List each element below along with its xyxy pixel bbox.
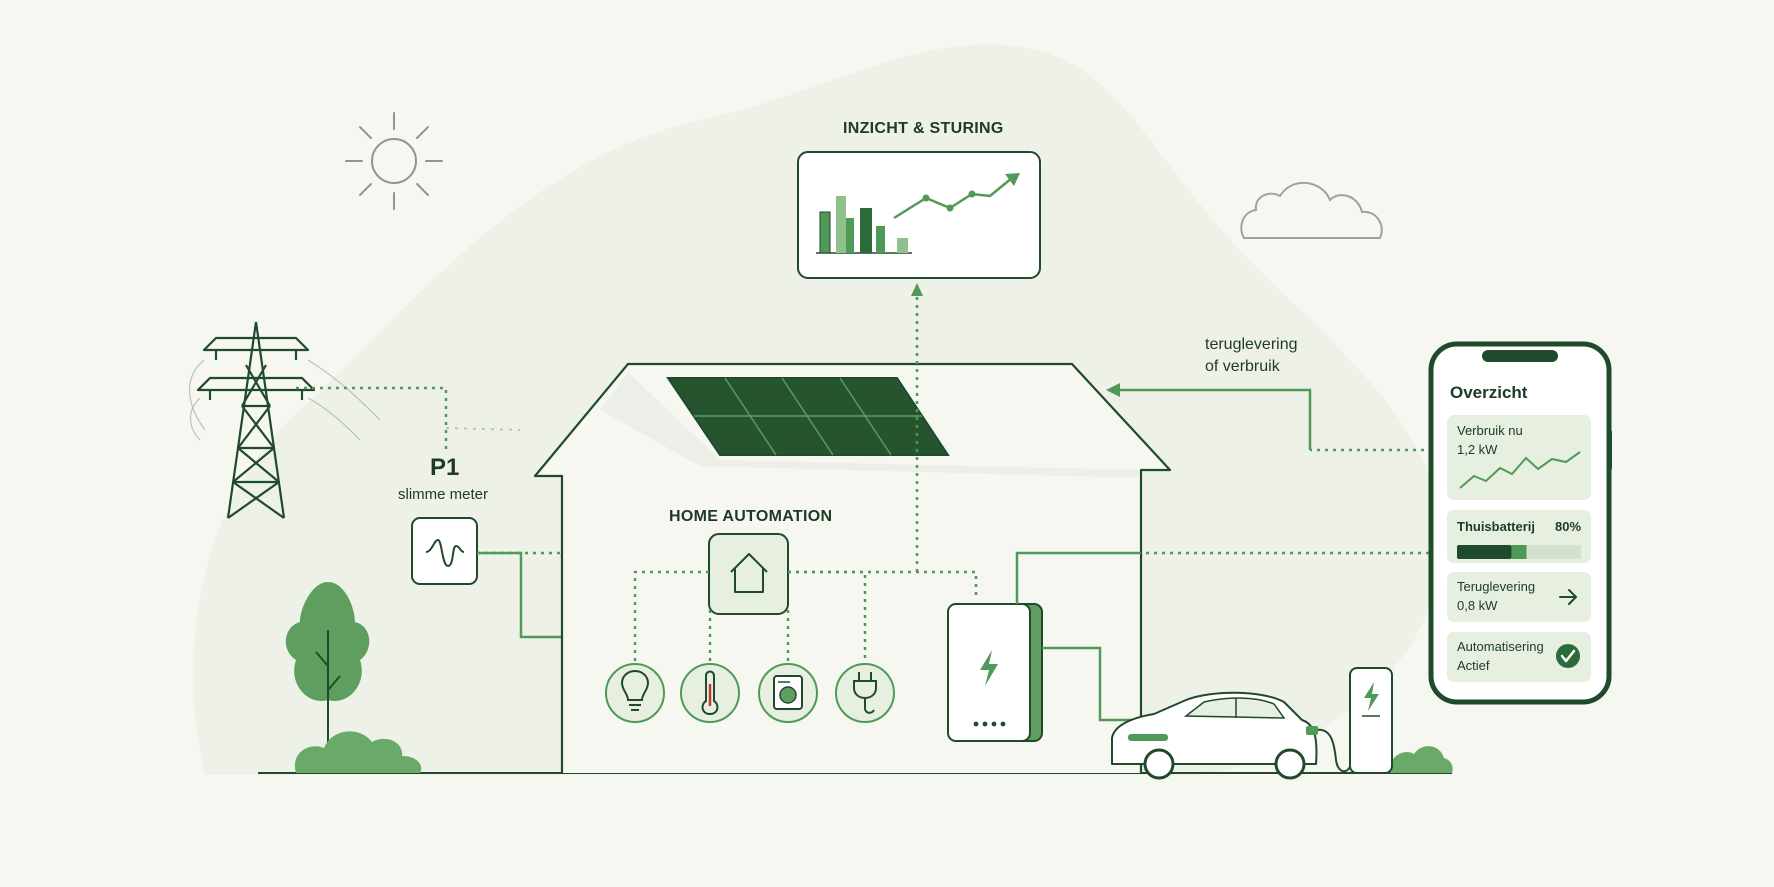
waveform-icon	[425, 538, 465, 568]
automation-card-label: Automatisering	[1457, 639, 1544, 654]
phone-house-flow-solid	[1118, 388, 1312, 450]
insights-chart	[816, 173, 1020, 254]
home-automation-label: HOME AUTOMATION	[669, 508, 833, 525]
power-pylon-icon	[196, 321, 316, 519]
feed-in-card-value: 0,8 kW	[1457, 598, 1498, 613]
automation-card[interactable]	[1447, 632, 1591, 682]
home-battery	[947, 603, 1043, 742]
meter-code-label: P1	[430, 454, 460, 481]
check-circle-icon	[1556, 644, 1580, 668]
solar-panel	[666, 377, 950, 456]
automation-distribution	[633, 570, 978, 665]
battery-car-line	[1042, 646, 1140, 722]
flow-label-line2: of verbruik	[1205, 358, 1280, 375]
phone-title: Overzicht	[1450, 383, 1528, 402]
insights-panel	[797, 151, 1041, 279]
insights-bar	[876, 226, 885, 253]
lightbulb-icon	[605, 663, 665, 723]
automation-card-value: Actief	[1457, 658, 1490, 673]
sun-icon	[345, 112, 443, 210]
lightning-bolt-icon	[980, 650, 998, 686]
flow-label-line1: teruglevering	[1205, 336, 1298, 353]
electric-car	[1111, 691, 1318, 780]
battery-card-label: Thuisbatterij	[1457, 519, 1536, 534]
insights-bar	[836, 196, 846, 253]
home-automation-hub	[708, 533, 789, 615]
arrow-up-icon	[911, 283, 923, 296]
feed-in-card-label: Teruglevering	[1457, 579, 1536, 594]
grid-connection-line	[296, 386, 448, 450]
usage-sparkline	[1459, 451, 1581, 489]
cloud-icon	[1240, 181, 1383, 239]
thermometer-icon	[680, 663, 740, 723]
trend-arrow-icon	[1005, 173, 1020, 186]
arrow-right-icon[interactable]	[1559, 589, 1578, 605]
usage-card-value: 1,2 kW	[1457, 442, 1498, 457]
battery-phone-line	[1015, 551, 1138, 604]
usage-card-label: Verbruik nu	[1457, 423, 1523, 438]
smart-meter	[411, 517, 478, 585]
insights-bar	[860, 208, 872, 253]
charging-cable	[1315, 728, 1353, 773]
insights-trend-line	[893, 177, 1013, 220]
battery-level-fill	[1457, 545, 1512, 559]
plug-icon	[835, 663, 895, 723]
tree-icon	[285, 582, 370, 750]
bush-left	[294, 731, 422, 773]
meter-house-line	[477, 551, 562, 639]
bush-right	[1389, 746, 1453, 773]
battery-card-value: 80%	[1555, 519, 1582, 534]
insights-bar	[819, 211, 831, 254]
meter-name-label: slimme meter	[398, 486, 489, 503]
arrow-left-icon	[1106, 383, 1120, 397]
feed-in-card[interactable]	[1447, 572, 1591, 622]
insights-bar	[897, 238, 908, 253]
insights-label: INZICHT & STURING	[843, 120, 1004, 137]
insights-bar	[846, 218, 854, 253]
charging-station	[1349, 667, 1393, 774]
house-icon	[730, 553, 768, 593]
charging-plug	[1306, 726, 1318, 735]
grid-connection-fade	[445, 427, 521, 431]
battery-level-highlight	[1511, 545, 1527, 559]
power-lines	[189, 359, 381, 441]
washing-machine-icon	[758, 663, 818, 723]
